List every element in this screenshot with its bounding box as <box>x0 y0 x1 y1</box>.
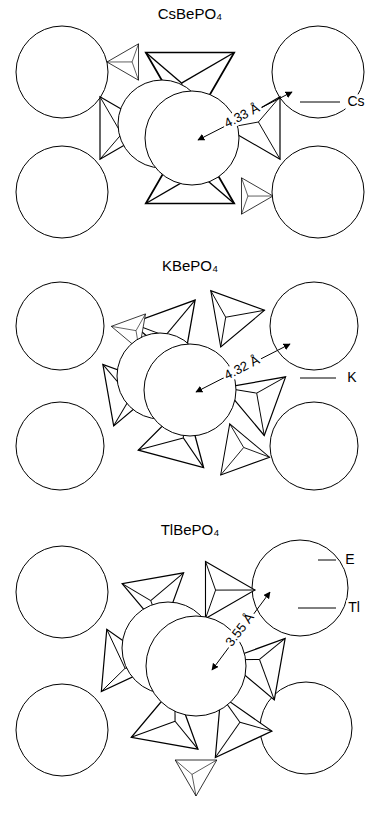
label-holder: Tl <box>346 600 362 615</box>
distance-label: 4.33 Å <box>220 100 264 132</box>
k-panel <box>16 282 358 490</box>
structure-title: CsBePO₄ <box>156 6 224 23</box>
leader-line <box>300 102 340 103</box>
leader-line <box>300 378 336 379</box>
cs-panel <box>16 26 364 238</box>
cation-circle <box>16 26 108 118</box>
label-holder: 3.55 Å <box>222 609 258 651</box>
atom-label: K <box>345 370 358 385</box>
cation-circle <box>145 91 239 185</box>
distance-arrow <box>196 344 290 392</box>
distance-arrow <box>212 592 270 670</box>
label-holder: 4.32 Å <box>220 352 264 384</box>
cation-circle <box>144 344 236 436</box>
cation-circle <box>16 402 104 490</box>
label-holder: KBePO₄ <box>160 258 220 275</box>
tl-panel <box>16 540 352 796</box>
cation-circle <box>270 282 358 370</box>
label-holder: E <box>343 552 356 567</box>
atom-label: E <box>343 552 356 567</box>
tetrahedron <box>175 760 217 796</box>
cation-circle <box>272 146 364 238</box>
label-holder: Cs <box>345 94 366 109</box>
label-holder: 4.33 Å <box>220 100 264 132</box>
cation-circle <box>252 540 348 636</box>
label-holder: CsBePO₄ <box>156 6 224 23</box>
cation-circle <box>16 282 104 370</box>
label-holder: K <box>345 370 358 385</box>
cation-circle <box>16 546 108 638</box>
cation-circle <box>16 684 108 776</box>
atom-label: Cs <box>345 94 366 109</box>
structure-title: TlBePO₄ <box>159 522 222 539</box>
tetrahedron <box>107 35 154 80</box>
tetrahedron <box>226 178 273 223</box>
distance-label: 3.55 Å <box>222 609 258 651</box>
distance-arrow <box>198 92 292 140</box>
cation-circle <box>270 402 358 490</box>
distance-label: 4.32 Å <box>220 352 264 384</box>
leader-line <box>318 560 336 561</box>
cation-circle <box>16 146 108 238</box>
leader-line <box>298 608 336 609</box>
structure-title: KBePO₄ <box>160 258 220 275</box>
label-holder: TlBePO₄ <box>159 522 222 539</box>
atom-label: Tl <box>346 600 362 615</box>
